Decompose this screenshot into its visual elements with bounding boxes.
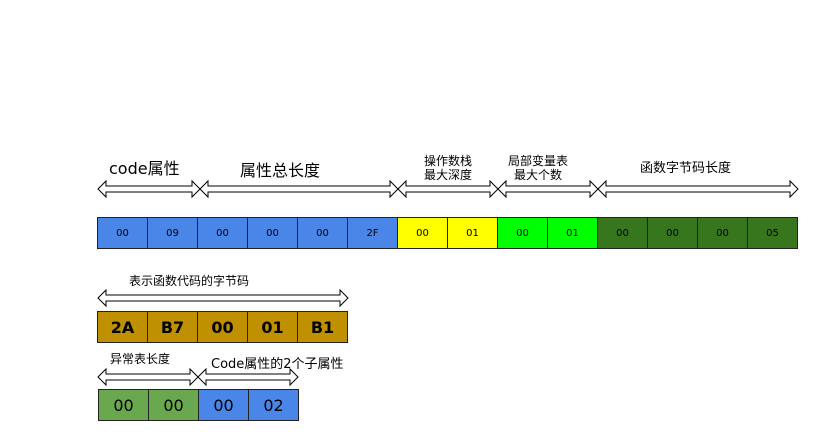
bytecode-arrow: [97, 288, 349, 308]
byte-cell: B7: [148, 312, 198, 342]
attr-total-length-label: 属性总长度: [240, 161, 321, 180]
sub-attrs-arrow: [197, 367, 299, 387]
byte-cell: 00: [598, 218, 648, 248]
byte-cell: 02: [249, 390, 299, 420]
max-locals-line2: 最大个数: [513, 167, 562, 182]
byte-cell: 00: [198, 312, 248, 342]
byte-cell: 00: [498, 218, 548, 248]
byte-cell: 01: [248, 312, 298, 342]
byte-cell: B1: [298, 312, 348, 342]
max-locals-arrow: [497, 179, 599, 199]
byte-cell: 00: [98, 218, 148, 248]
byte-cell: 00: [198, 218, 248, 248]
byte-cell: 00: [99, 390, 149, 420]
max-stack-arrow: [397, 179, 499, 199]
byte-cell: 01: [548, 218, 598, 248]
code-attr-label: code属性: [109, 159, 180, 178]
byte-cell: 00: [698, 218, 748, 248]
byte-cell: 05: [748, 218, 798, 248]
byte-cell: 2A: [98, 312, 148, 342]
max-locals-line1: 局部变量表: [507, 154, 568, 168]
max-stack-label: 操作数栈 最大深度: [400, 154, 496, 183]
code-attr-arrow: [97, 179, 201, 199]
bytecode-desc-label: 表示函数代码的字节码: [129, 274, 250, 288]
byte-cell: 00: [398, 218, 448, 248]
max-locals-label: 局部变量表 最大个数: [498, 154, 578, 183]
max-stack-line2: 最大深度: [423, 167, 472, 182]
byte-cell: 2F: [348, 218, 398, 248]
byte-cell: 00: [248, 218, 298, 248]
attr-length-arrow: [199, 179, 399, 199]
byte-cell: 00: [199, 390, 249, 420]
byte-cell: 01: [448, 218, 498, 248]
byte-cell: 00: [149, 390, 199, 420]
exception-table-length-label: 异常表长度: [110, 352, 171, 366]
byte-cell: 00: [648, 218, 698, 248]
code-length-label: 函数字节码长度: [640, 161, 732, 176]
code-sub-attrs-label: Code属性的2个子属性: [211, 357, 344, 372]
code-length-arrow: [597, 179, 799, 199]
exception-length-arrow: [97, 367, 199, 387]
byte-cell: 09: [148, 218, 198, 248]
max-stack-line1: 操作数栈: [423, 154, 472, 168]
byte-cell: 00: [298, 218, 348, 248]
